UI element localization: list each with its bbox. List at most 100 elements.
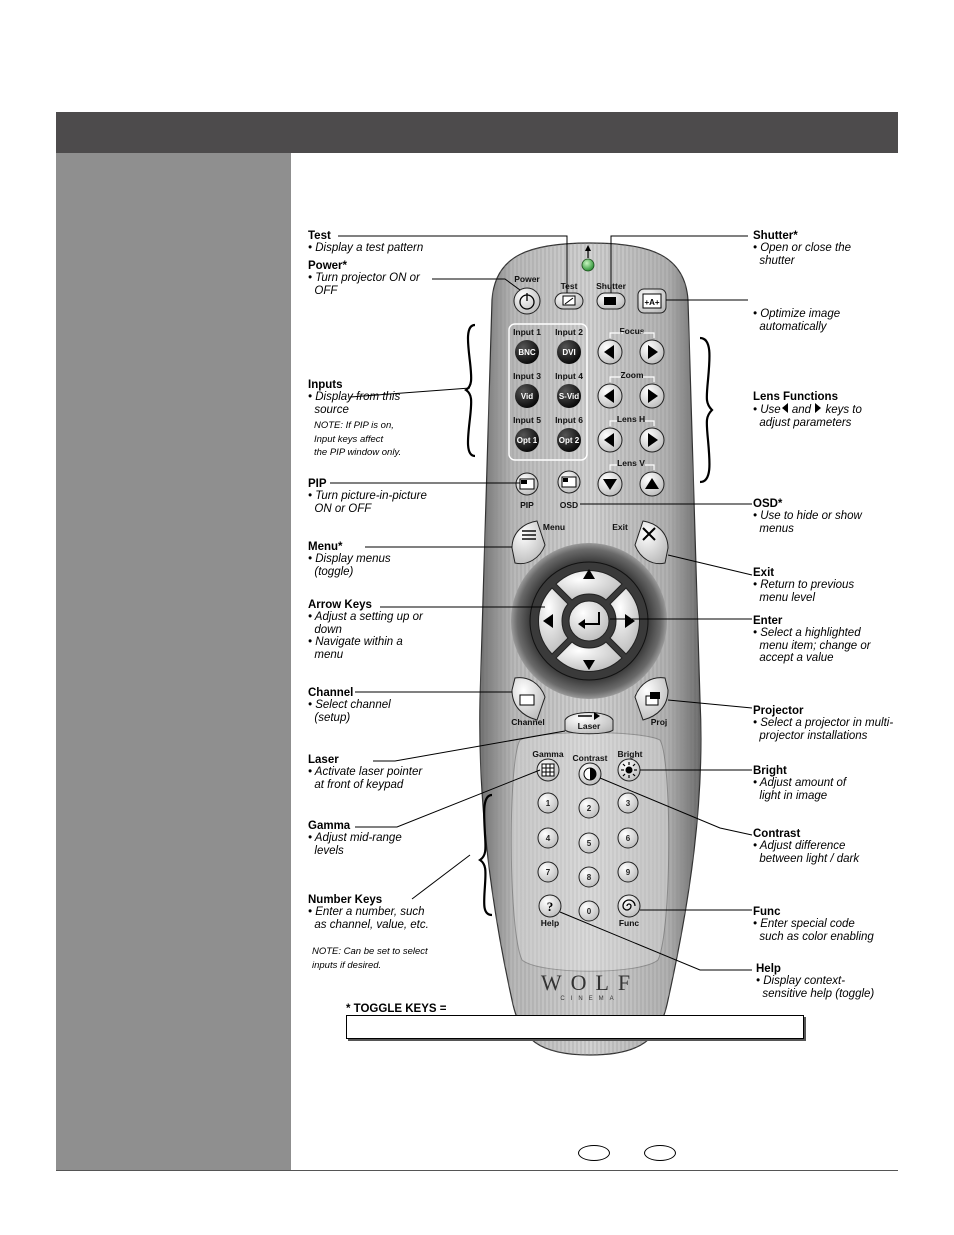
inputs-callout: Inputs • Display from this source NOTE: … — [308, 379, 402, 458]
enter-icon — [578, 612, 600, 629]
bright-label: Bright — [617, 749, 642, 759]
brand-subtitle: CINEMA — [560, 996, 619, 1002]
number-6-button[interactable] — [617, 827, 639, 849]
number-2-button[interactable] — [578, 797, 600, 819]
svg-text:BNC: BNC — [518, 348, 536, 357]
osd-icon — [561, 476, 577, 488]
svg-text:Vid: Vid — [521, 392, 533, 401]
sun-icon — [621, 762, 637, 778]
arrow-right-button[interactable] — [609, 587, 640, 655]
laser-button[interactable] — [564, 712, 614, 735]
input1-label: Input 1 — [513, 327, 541, 337]
func-callout: Func • Enter special code such as color … — [753, 906, 874, 943]
dvi-button[interactable] — [557, 340, 581, 364]
test-callout: Test • Display a test pattern — [308, 230, 424, 254]
menu-callout: Menu* • Display menus (toggle) — [308, 541, 391, 578]
left-arrow-icon — [781, 403, 788, 413]
gamma-callout: Gamma • Adjust mid-range levels — [308, 820, 402, 857]
test-label: Test — [561, 281, 578, 291]
help-callout: Help • Display context- sensitive help (… — [756, 963, 875, 1000]
osd-callout: OSD* • Use to hide or show menus — [753, 498, 862, 535]
svg-text:3: 3 — [626, 799, 631, 808]
down-arrow-icon — [603, 479, 617, 490]
help-button[interactable] — [538, 894, 562, 918]
proj-label: Proj — [651, 717, 668, 727]
svg-text:Opt 2: Opt 2 — [559, 436, 580, 445]
number-5-button[interactable] — [578, 832, 600, 854]
menu-label: Menu — [543, 522, 565, 532]
enter-button[interactable] — [568, 600, 610, 642]
laser-icon — [578, 712, 600, 720]
number-4-button[interactable] — [537, 827, 559, 849]
lens-functions-callout: Lens Functions • Use and keys to adjust … — [753, 391, 862, 429]
right-arrow-icon — [648, 389, 658, 403]
svg-text:9: 9 — [626, 868, 631, 877]
left-arrow-icon — [604, 389, 614, 403]
toggle-keys-box — [346, 1015, 804, 1039]
lens-controls: Focus Zoom Lens H Lens V — [597, 326, 665, 497]
channel-icon — [519, 694, 535, 706]
svg-text:Opt 1: Opt 1 — [517, 436, 538, 445]
laser-callout: Laser • Activate laser pointer at front … — [308, 754, 423, 791]
gamma-grid-icon — [541, 763, 555, 777]
number-3-button[interactable] — [617, 792, 639, 814]
vid-button[interactable] — [515, 384, 539, 408]
exit-callout: Exit • Return to previous menu level — [753, 567, 855, 604]
arrow-down-button[interactable] — [555, 641, 623, 672]
arrow-up-button[interactable] — [555, 570, 623, 601]
focus-label: Focus — [619, 326, 644, 336]
contrast-icon — [583, 767, 597, 781]
left-arrow-icon — [604, 433, 614, 447]
number-9-button[interactable] — [617, 861, 639, 883]
svid-button[interactable] — [557, 384, 581, 408]
brand-logo: WOLF — [541, 970, 639, 995]
exit-button[interactable] — [634, 520, 669, 565]
svg-text:7: 7 — [546, 868, 551, 877]
help-icon: ? — [547, 899, 554, 914]
arrow-keys — [538, 569, 640, 672]
auto-callout: • Optimize image automatically — [753, 308, 841, 333]
right-arrow-icon — [648, 433, 658, 447]
enter-callout: Enter • Select a highlighted menu item; … — [753, 615, 871, 664]
number-0-button[interactable] — [578, 900, 600, 922]
shutter-callout: Shutter* • Open or close the shutter — [753, 230, 851, 267]
func-button[interactable] — [617, 894, 641, 918]
menu-button[interactable] — [511, 520, 546, 565]
inputs-panel — [508, 323, 588, 461]
number-keypad: 1 2 3 4 5 6 7 8 9 0 — [537, 792, 639, 922]
svg-text:2: 2 — [587, 804, 592, 813]
svg-text:S-Vid: S-Vid — [559, 392, 579, 401]
svg-text:4: 4 — [546, 834, 551, 843]
opt2-button[interactable] — [557, 428, 581, 452]
lens-v-label: Lens V — [617, 458, 645, 468]
arrow-left-button[interactable] — [538, 587, 569, 655]
right-arrow-icon — [648, 345, 658, 359]
up-arrow-icon — [645, 478, 659, 489]
input5-label: Input 5 — [513, 415, 541, 425]
help-label: Help — [541, 918, 559, 928]
contrast-callout: Contrast • Adjust difference between lig… — [753, 828, 860, 865]
opt1-button[interactable] — [515, 428, 539, 452]
number-7-button[interactable] — [537, 861, 559, 883]
channel-label: Channel — [511, 717, 545, 727]
input4-label: Input 4 — [555, 371, 583, 381]
svg-text:5: 5 — [587, 839, 592, 848]
lens-h-label: Lens H — [617, 414, 645, 424]
input6-label: Input 6 — [555, 415, 583, 425]
auto-icon: +A+ — [644, 298, 659, 307]
func-label: Func — [619, 918, 640, 928]
svg-text:DVI: DVI — [562, 348, 575, 357]
bnc-button[interactable] — [515, 340, 539, 364]
page-oval-left — [578, 1145, 610, 1161]
osd-label: OSD — [560, 500, 578, 510]
input2-label: Input 2 — [555, 327, 583, 337]
number-8-button[interactable] — [578, 866, 600, 888]
bright-callout: Bright • Adjust amount of light in image — [753, 765, 847, 802]
toggle-keys-title: * TOGGLE KEYS = — [346, 1003, 447, 1015]
close-icon — [642, 527, 656, 541]
laser-label: Laser — [578, 721, 601, 731]
up-arrow-icon — [583, 569, 595, 579]
right-arrow-icon — [815, 403, 822, 413]
number-1-button[interactable] — [537, 792, 559, 814]
